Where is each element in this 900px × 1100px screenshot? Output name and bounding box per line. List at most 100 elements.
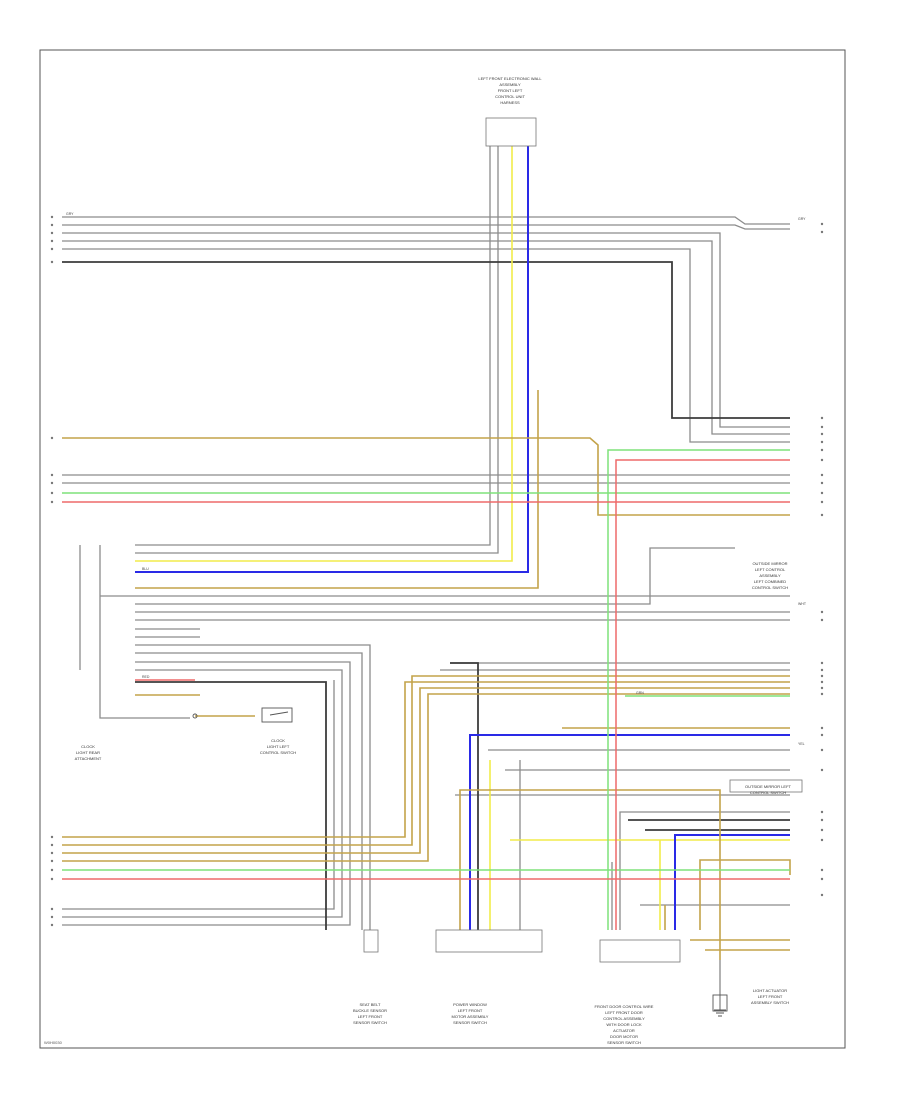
pin	[820, 222, 824, 226]
pin	[820, 893, 824, 897]
wire-tags: GRY GRY BLU WHT YEL GRN RED	[66, 212, 807, 746]
connector-bottom-1	[363, 929, 379, 953]
wire	[135, 145, 499, 554]
component-label: LEFT FRONT	[458, 1008, 483, 1013]
component-label: LEFT FRONT DOOR	[605, 1010, 643, 1015]
component-label: MOTOR ASSEMBLY	[452, 1014, 489, 1019]
wire	[674, 834, 790, 930]
terminal-pins-right	[820, 222, 824, 897]
pin	[820, 726, 824, 730]
component-label: ATTACHMENT	[75, 756, 102, 761]
pin	[50, 868, 54, 872]
component-bottom-1: SEAT BELT BUCKLE SENSOR LEFT FRONT SENSO…	[353, 1002, 387, 1025]
pin	[820, 768, 824, 772]
wire	[62, 248, 790, 443]
pin	[50, 859, 54, 863]
component-label: CONTROL ASSEMBLY	[603, 1016, 645, 1021]
component-bottom-2: POWER WINDOW LEFT FRONT MOTOR ASSEMBLY S…	[452, 1002, 489, 1025]
wire	[62, 232, 790, 428]
pin	[820, 838, 824, 842]
pin	[820, 868, 824, 872]
pin	[50, 260, 54, 264]
wire	[99, 545, 190, 719]
wire-tag: GRY	[798, 217, 806, 221]
component-label: OUTSIDE MIRROR	[752, 561, 787, 566]
wire	[62, 261, 790, 419]
wire	[135, 644, 371, 930]
component-top: LEFT FRONT ELECTRONIC WALL ASSEMBLY FRON…	[478, 76, 542, 105]
component-label: OUTSIDE MIRROR LEFT	[745, 784, 792, 789]
wire	[607, 449, 790, 930]
wire	[699, 859, 791, 930]
wire	[450, 662, 479, 930]
pin	[820, 425, 824, 429]
wire	[615, 459, 790, 930]
component-label: CLOCK	[81, 744, 95, 749]
wire	[135, 390, 539, 589]
wire-tag: BLU	[142, 567, 149, 571]
wire	[619, 811, 790, 930]
pin	[820, 416, 824, 420]
pin	[820, 877, 824, 881]
switch-box	[261, 707, 293, 723]
component-label: ASSEMBLY	[759, 573, 781, 578]
component-label: CONTROL SWITCH	[750, 790, 786, 795]
component-label: LIGHT REAR	[76, 750, 100, 755]
ground-line	[714, 960, 726, 1017]
pin	[820, 513, 824, 517]
pin	[820, 610, 824, 614]
wire	[62, 224, 790, 230]
switch-contact	[192, 713, 198, 719]
component-label: LEFT CONTROL	[755, 567, 786, 572]
ground-symbol	[712, 960, 728, 1017]
pin	[820, 618, 824, 622]
footer-code: W0H0030	[44, 1040, 63, 1045]
component-bottom-4: LIGHT ACTUATOR LEFT FRONT ASSEMBLY SWITC…	[751, 988, 789, 1005]
wire	[62, 687, 790, 854]
pin	[820, 680, 824, 684]
component-label: ASSEMBLY	[499, 82, 521, 87]
connector-bottom-2	[435, 929, 543, 953]
component-label: LEFT FRONT	[358, 1014, 383, 1019]
wire-group-tan	[62, 390, 791, 960]
pin	[50, 877, 54, 881]
pin	[50, 223, 54, 227]
switch-box-right	[712, 994, 728, 1012]
wire	[62, 675, 790, 846]
wire-tag: YEL	[798, 742, 805, 746]
pin	[820, 661, 824, 665]
pin	[50, 215, 54, 219]
pin	[820, 473, 824, 477]
wire	[62, 437, 790, 516]
component-label: FRONT LEFT	[498, 88, 523, 93]
connector-rmid	[729, 779, 803, 793]
pin	[50, 843, 54, 847]
component-label: ACTUATOR	[613, 1028, 635, 1033]
pin	[820, 500, 824, 504]
switch-symbol-left	[192, 707, 293, 723]
wire-tag: WHT	[798, 602, 807, 606]
component-label: SENSOR SWITCH	[453, 1020, 487, 1025]
pin	[820, 748, 824, 752]
pin	[820, 674, 824, 678]
pin	[820, 458, 824, 462]
wire	[62, 693, 790, 862]
wire-group-yellow	[135, 145, 790, 930]
pin	[50, 231, 54, 235]
pin	[50, 851, 54, 855]
connector-top	[485, 117, 537, 147]
component-label: WITH DOOR LOCK	[606, 1022, 642, 1027]
wire-tag: GRY	[66, 212, 74, 216]
pin	[50, 923, 54, 927]
switch-lever	[269, 711, 289, 716]
pin	[50, 239, 54, 243]
component-label: LEFT FRONT	[758, 994, 783, 999]
wire-group-red	[62, 459, 790, 930]
component-right: OUTSIDE MIRROR LEFT CONTROL ASSEMBLY LEF…	[752, 561, 788, 590]
wire	[135, 145, 513, 562]
component-left-switch: CLOCK LIGHT LEFT CONTROL SWITCH	[260, 738, 296, 755]
component-bottom-3: FRONT DOOR CONTROL WIRE LEFT FRONT DOOR …	[595, 1004, 654, 1045]
component-label: SENSOR SWITCH	[353, 1020, 387, 1025]
wire	[135, 547, 735, 605]
component-label: LIGHT ACTUATOR	[753, 988, 787, 993]
